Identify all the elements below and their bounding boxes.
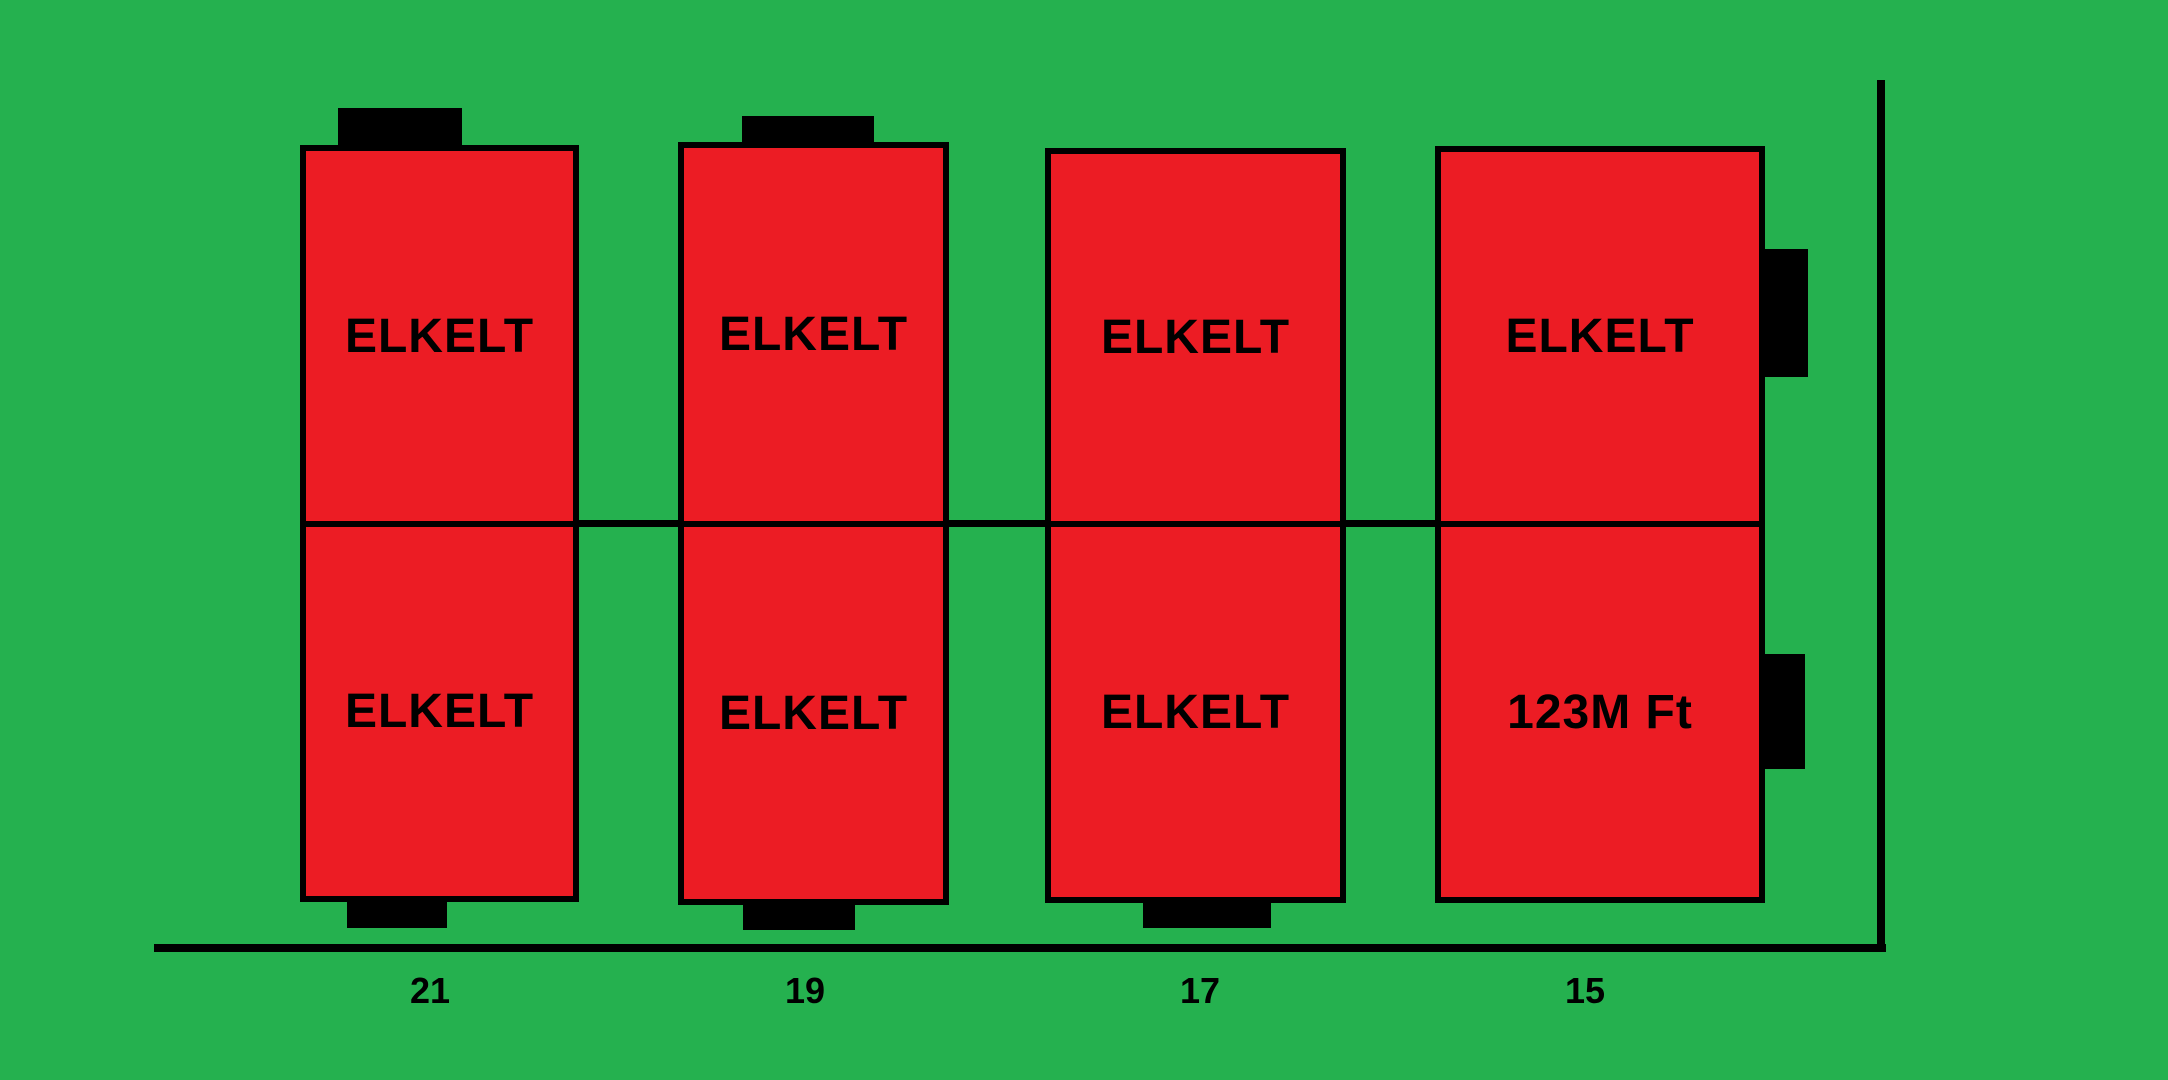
top-tab xyxy=(338,108,462,148)
house-number-15: 15 xyxy=(1564,970,1606,1011)
plot-label: 123M Ft xyxy=(1507,685,1693,739)
plot-label: ELKELT xyxy=(344,685,535,738)
plot-17-top[interactable]: ELKELT xyxy=(1045,148,1346,527)
plot-label: ELKELT xyxy=(718,686,909,740)
house-number-21: 21 xyxy=(409,970,451,1011)
boundary-line xyxy=(1877,80,1885,952)
plot-label: ELKELT xyxy=(344,309,535,363)
plot-label: ELKELT xyxy=(1100,685,1291,739)
house-number-17: 17 xyxy=(1179,970,1221,1011)
plot-15-bottom[interactable]: 123M Ft xyxy=(1435,521,1765,903)
street-line xyxy=(154,944,1886,952)
side-tab xyxy=(1762,654,1805,769)
plot-21-bottom[interactable]: ELKELT xyxy=(300,521,579,902)
plot-label: ELKELT xyxy=(1505,310,1695,363)
house-number-19: 19 xyxy=(784,970,826,1011)
bottom-tab xyxy=(743,899,855,930)
plot-17-bottom[interactable]: ELKELT xyxy=(1045,521,1346,903)
plot-19-bottom[interactable]: ELKELT xyxy=(678,521,949,905)
bottom-tab xyxy=(347,898,447,928)
plot-label: ELKELT xyxy=(1100,311,1291,364)
middle-divider-line xyxy=(300,520,1760,527)
side-tab xyxy=(1762,249,1808,377)
plot-label: ELKELT xyxy=(718,308,909,361)
plot-15-top[interactable]: ELKELT xyxy=(1435,146,1765,527)
plot-19-top[interactable]: ELKELT xyxy=(678,142,949,527)
plot-21-top[interactable]: ELKELT xyxy=(300,145,579,527)
top-tab xyxy=(742,116,874,146)
bottom-tab xyxy=(1143,898,1271,928)
